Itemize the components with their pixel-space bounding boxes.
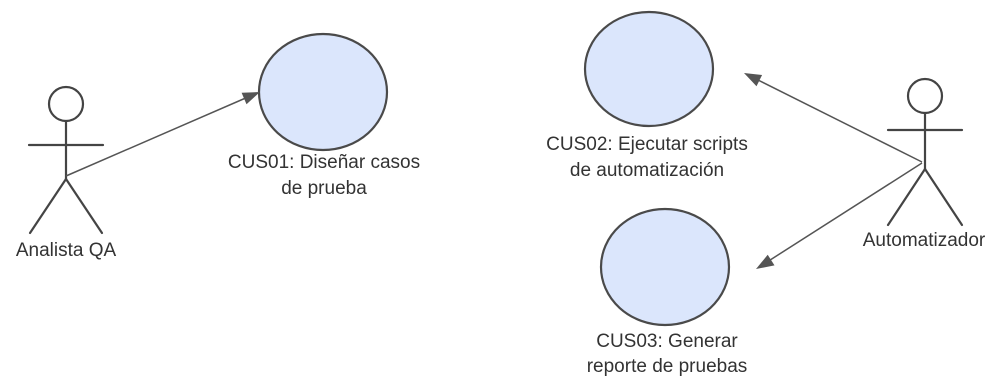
association-automator-cus02-arrowhead [744, 73, 763, 87]
use-case-cus01-label-line-2: de prueba [281, 178, 367, 199]
use-case-cus02-label-line-2: de automatización [570, 160, 724, 181]
actor-qa-analyst-head [47, 85, 85, 123]
use-case-cus03-ellipse [599, 207, 731, 327]
actor-qa-analyst-right-leg [64, 177, 104, 235]
actor-automator-left-leg [886, 167, 927, 227]
association-automator-cus03-arrowhead [756, 254, 775, 269]
actor-automator-right-leg [923, 167, 964, 227]
use-case-cus02[interactable]: CUS02: Ejecutar scripts de automatizació… [546, 10, 748, 181]
association-automator-cus02-line [755, 78, 923, 163]
actor-qa-analyst[interactable]: Analista QA [16, 85, 117, 261]
use-case-cus01-label-line-1: CUS01: Diseñar casos [228, 152, 420, 173]
use-case-cus02-ellipse [583, 10, 715, 128]
association-qa-analyst-cus01-line [65, 96, 249, 177]
use-case-cus01[interactable]: CUS01: Diseñar casos de prueba [228, 32, 420, 199]
use-case-cus02-label-line-1: CUS02: Ejecutar scripts [546, 134, 748, 155]
association-automator-cus03-line [766, 162, 923, 263]
association-qa-analyst-cus01-arrowhead [241, 92, 260, 105]
actor-automator-label: Automatizador [863, 230, 986, 251]
actor-qa-analyst-left-leg [28, 177, 68, 235]
use-case-cus03-label-line-1: CUS03: Generar [596, 331, 738, 352]
association-automator-cus02 [744, 73, 923, 163]
use-case-cus03[interactable]: CUS03: Generar reporte de pruebas [587, 207, 748, 377]
use-case-cus03-label-line-2: reporte de pruebas [587, 356, 748, 377]
association-automator-cus03 [756, 162, 923, 269]
association-qa-analyst-cus01 [65, 92, 260, 177]
actor-automator[interactable]: Automatizador [863, 77, 986, 251]
use-case-cus01-ellipse [257, 32, 389, 152]
actor-qa-analyst-label: Analista QA [16, 240, 117, 261]
actor-automator-head [906, 77, 944, 115]
